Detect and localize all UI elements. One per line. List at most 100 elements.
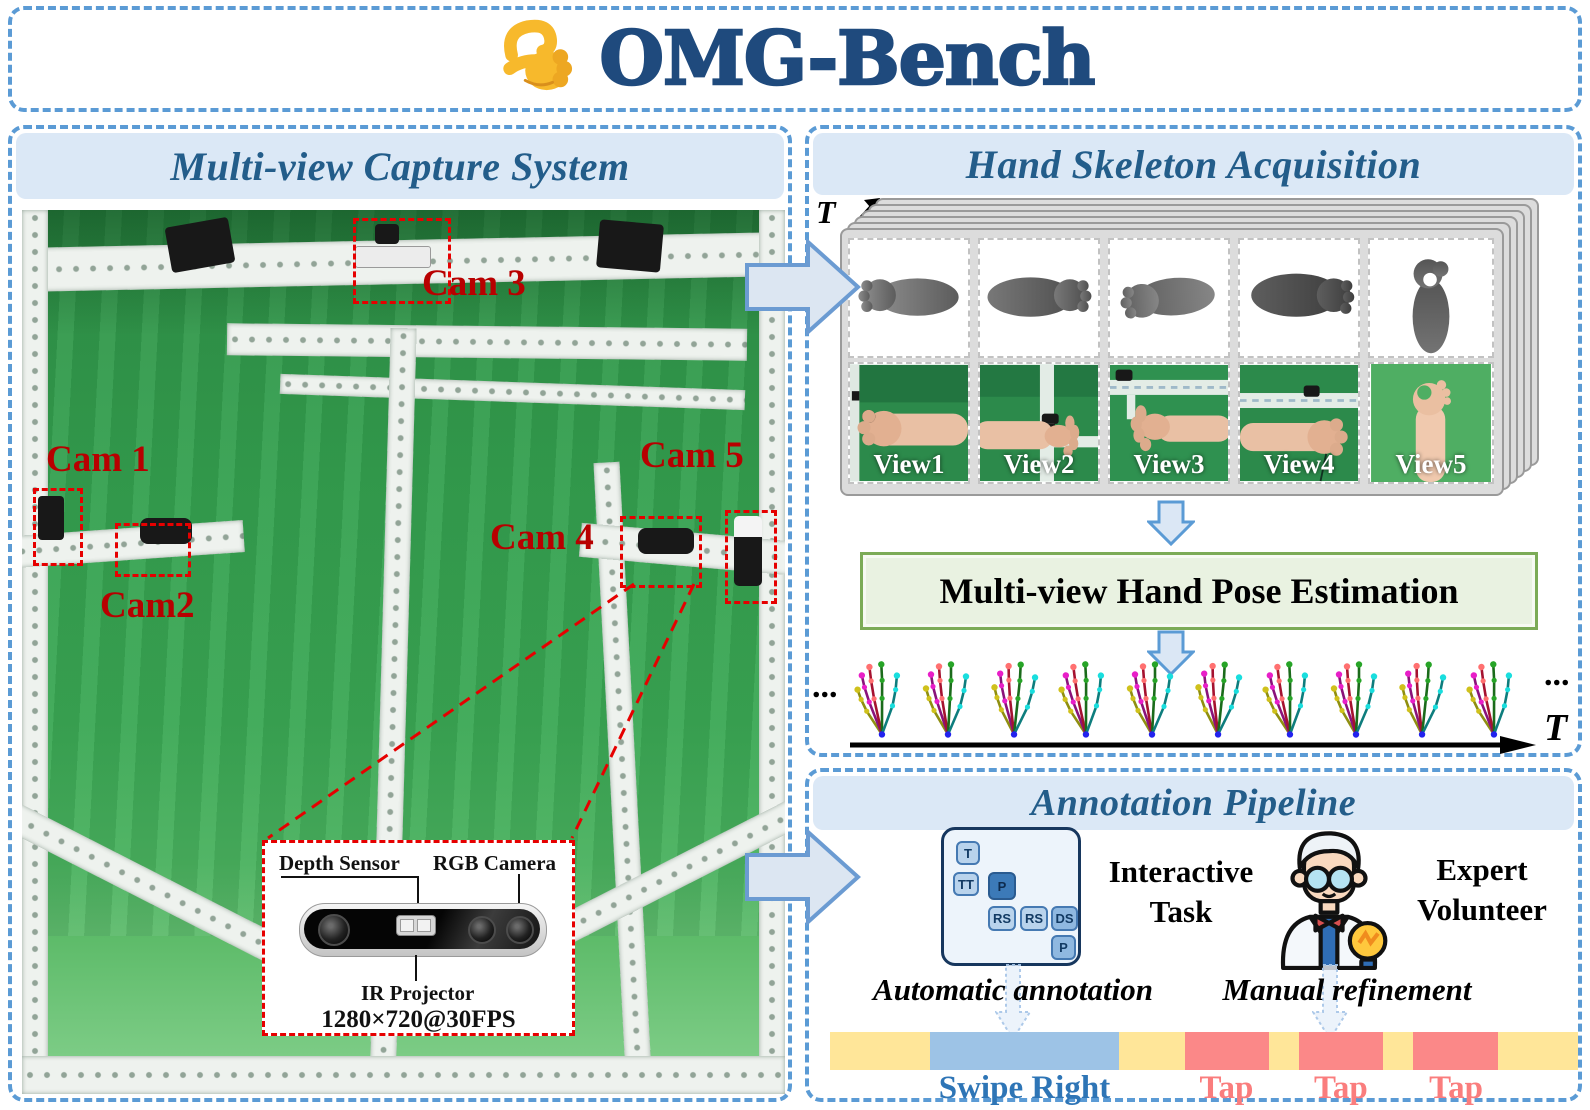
ir-projector-label: IR Projector bbox=[361, 981, 475, 1005]
pinching-hand-icon bbox=[496, 18, 574, 101]
view5-label: View5 bbox=[1395, 449, 1467, 479]
gesture-segment-idle bbox=[1269, 1032, 1299, 1070]
interactive-task-box: T TT P RS RS DS P bbox=[941, 827, 1081, 966]
hand-skeleton bbox=[1399, 661, 1447, 738]
metal-post-left bbox=[22, 210, 48, 1094]
annotation-panel-title: Annotation Pipeline bbox=[813, 776, 1574, 830]
task-chip-rs1: RS bbox=[988, 906, 1016, 931]
task-chip-t: T bbox=[956, 841, 980, 865]
depth-camera-inset: Depth Sensor RGB Camera IR Projector 128… bbox=[262, 840, 575, 1036]
camera-1-box bbox=[33, 488, 83, 566]
interactive-task-line1: Interactive bbox=[1108, 854, 1254, 889]
camera-label-1: Cam 1 bbox=[46, 439, 150, 480]
depth-sensor-label: Depth Sensor bbox=[279, 851, 400, 875]
depth-callout-drop bbox=[417, 876, 419, 904]
camera-label-2: Cam2 bbox=[100, 585, 195, 626]
task-chip-p-dark: P bbox=[988, 872, 1016, 900]
hand-skeleton bbox=[1330, 661, 1378, 738]
gesture-segment-swipe bbox=[930, 1032, 1120, 1070]
hand-skeleton bbox=[1466, 661, 1513, 738]
skeleton-ellipsis-left: ... bbox=[812, 668, 838, 705]
metal-post-right bbox=[759, 210, 785, 1094]
camera-5-device bbox=[734, 516, 762, 586]
expert-volunteer-icon bbox=[1266, 824, 1392, 975]
depth-image-view5 bbox=[1368, 238, 1494, 358]
depth-image-view2 bbox=[978, 238, 1100, 358]
depth-image-view3 bbox=[1108, 238, 1230, 358]
expert-volunteer-text: Expert Volunteer bbox=[1382, 850, 1582, 930]
depth-callout-line bbox=[281, 876, 419, 878]
banner-panel: OMG-Bench bbox=[8, 6, 1582, 112]
rgb-view-row: View1 View2 View3 View4 View5 bbox=[848, 362, 1494, 484]
rgb-view4: View4 bbox=[1238, 362, 1360, 484]
manual-refinement-label: Manual refinement bbox=[1222, 972, 1472, 1007]
camera-2-box bbox=[115, 523, 191, 577]
camera-2-device bbox=[140, 518, 192, 544]
manual-flow-arrow bbox=[1312, 964, 1348, 1040]
hand-skeleton bbox=[922, 661, 970, 738]
gesture-segment-idle bbox=[1383, 1032, 1414, 1070]
ir-callout-drop bbox=[415, 955, 417, 981]
gesture-segment-tap bbox=[1298, 1032, 1384, 1070]
expert-line1: Expert bbox=[1436, 852, 1528, 887]
camera-label-4: Cam 4 bbox=[490, 517, 594, 558]
rgb-camera-label: RGB Camera bbox=[433, 851, 557, 875]
camera-spec-label: 1280×720@30FPS bbox=[321, 1006, 516, 1033]
rgb-view3: View3 bbox=[1108, 362, 1230, 484]
stack-time-label: T bbox=[816, 194, 836, 230]
skeleton-ellipsis-right: ... bbox=[1544, 656, 1570, 693]
rgb-view5: View5 bbox=[1368, 362, 1494, 484]
depth-lens-right bbox=[468, 916, 496, 944]
view3-label: View3 bbox=[1133, 449, 1205, 479]
time-axis-label: T bbox=[1544, 707, 1568, 749]
gesture-label-tap: Tap bbox=[1199, 1070, 1254, 1106]
view4-label: View4 bbox=[1263, 449, 1335, 479]
camera-3-box bbox=[353, 218, 451, 304]
task-chip-rs2: RS bbox=[1020, 906, 1048, 931]
hand-skeleton bbox=[1058, 661, 1105, 738]
depth-lens-left bbox=[318, 914, 350, 946]
camera-5-box bbox=[725, 510, 777, 604]
gesture-segment-tap bbox=[1413, 1032, 1498, 1070]
flow-arrow-top bbox=[745, 238, 861, 336]
figure-title: OMG-Bench bbox=[598, 15, 1096, 104]
gesture-label-tap: Tap bbox=[1313, 1070, 1368, 1106]
gesture-segment-idle bbox=[1119, 1032, 1185, 1070]
automatic-annotation-label: Automatic annotation bbox=[873, 972, 1153, 1007]
down-arrow-1 bbox=[1147, 500, 1195, 546]
gesture-label-tap: Tap bbox=[1429, 1070, 1483, 1106]
view2-label: View2 bbox=[1003, 449, 1075, 479]
depth-image-view4 bbox=[1238, 238, 1360, 358]
expert-line2: Volunteer bbox=[1417, 892, 1547, 927]
depth-image-row bbox=[848, 238, 1494, 358]
flow-arrow-bottom bbox=[745, 828, 861, 926]
rgb-view1: View1 bbox=[848, 362, 970, 484]
capture-panel-title: Multi-view Capture System bbox=[16, 133, 784, 199]
gesture-segment-idle bbox=[830, 1032, 931, 1070]
zoom-connector-lines bbox=[267, 582, 696, 840]
camera-label-5: Cam 5 bbox=[640, 435, 744, 476]
gesture-segment-tap bbox=[1184, 1032, 1270, 1070]
hand-skeleton bbox=[854, 661, 901, 738]
skeleton-row bbox=[852, 652, 1520, 740]
depth-image-view1 bbox=[848, 238, 970, 358]
hand-skeleton bbox=[1195, 661, 1243, 738]
task-chip-ds: DS bbox=[1051, 906, 1078, 931]
hand-skeleton bbox=[1262, 661, 1309, 738]
automatic-flow-arrow bbox=[995, 964, 1031, 1040]
pose-estimation-box: Multi-view Hand Pose Estimation bbox=[860, 552, 1538, 630]
gesture-timeline-bar bbox=[830, 1032, 1578, 1070]
skeleton-panel-title: Hand Skeleton Acquisition bbox=[813, 133, 1574, 195]
camera-label-3: Cam 3 bbox=[422, 263, 526, 304]
capture-room-photo: Cam 1 Cam2 Cam 3 Cam 4 Cam 5 Depth Senso… bbox=[22, 210, 785, 1094]
camera-3-mount bbox=[375, 224, 399, 244]
down-arrow-2 bbox=[1147, 630, 1195, 676]
time-axis-arrow bbox=[850, 736, 1536, 754]
interactive-task-text: Interactive Task bbox=[1086, 852, 1276, 932]
metal-beam-floor bbox=[22, 1056, 785, 1094]
rgb-view2: View2 bbox=[978, 362, 1100, 484]
depth-camera-device bbox=[299, 903, 547, 957]
gesture-segment-idle bbox=[1497, 1032, 1578, 1070]
task-chip-tt: TT bbox=[953, 872, 979, 896]
